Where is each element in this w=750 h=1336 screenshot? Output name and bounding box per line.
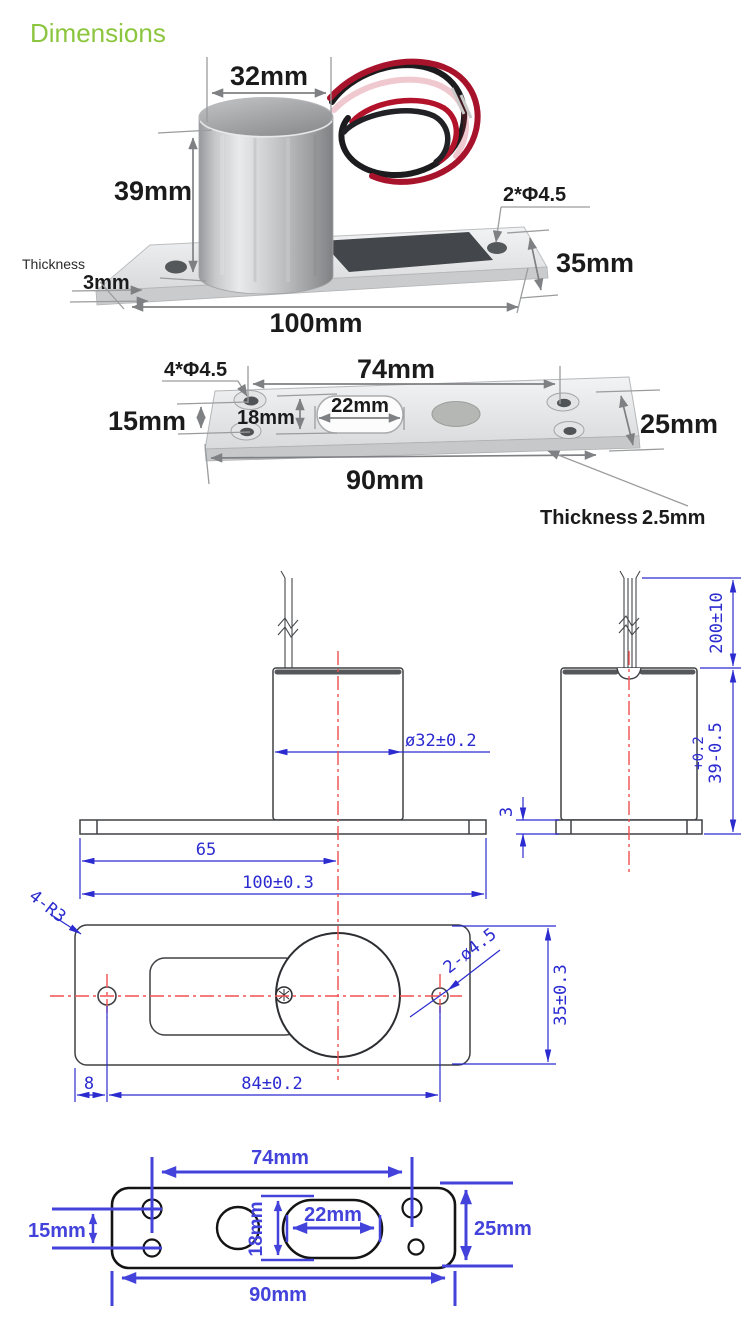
dim-74mm-label: 74mm: [357, 354, 435, 384]
solenoid-cylinder-body: [198, 116, 334, 295]
dim-18mm-label: 18mm: [237, 407, 295, 429]
cylinder-rim-highlight: [199, 120, 333, 138]
brushed-texture: [220, 135, 317, 282]
wire-tip: [459, 94, 473, 119]
dim-d32-label: ø32±0.2: [405, 731, 477, 751]
rubber-insert: [321, 232, 493, 272]
dim-d32: ø32±0.2: [274, 731, 490, 756]
dim-39mm-label: 39mm: [114, 176, 192, 206]
dim-thickness-2-5mm: Thickness 2.5mm: [540, 450, 705, 529]
thickness-2-5-value: 2.5mm: [642, 507, 705, 529]
dim-74mm-diagram-label: 74mm: [251, 1147, 309, 1169]
dim-100-label: 100±0.3: [242, 873, 314, 893]
lead-wires: [327, 58, 481, 185]
dim-35tol-label: 35±0.3: [551, 964, 571, 1025]
dim-22mm-diagram: 22mm: [285, 1204, 382, 1242]
dim-3-label: 3: [497, 807, 517, 817]
cad-side-wires: [618, 570, 641, 670]
dim-90mm-diagram-label: 90mm: [249, 1284, 307, 1306]
photo-side-view: 32mm 39mm Thickness 3mm 100mm 2*Φ4.5: [22, 57, 634, 338]
dim-84-label: 84±0.2: [241, 1074, 302, 1094]
thickness-label: Thickness: [22, 256, 85, 272]
cad-side-view: [555, 570, 703, 876]
dim-18mm-photo: 18mm: [237, 393, 338, 435]
cad-front-view: [79, 570, 487, 835]
thickness-2-5-label: Thickness: [540, 507, 638, 529]
dim-39: +0.2 39-0.5: [691, 669, 741, 835]
strike-plate-round-hole: [431, 401, 481, 427]
cad-top-view: 4-R3 2-ø4.5 35±0.3 8 84±0.2: [25, 651, 571, 1102]
dim-35tol: 35±0.3: [452, 925, 571, 1065]
wire-tip: [450, 87, 466, 115]
dim-18mm-diagram: 18mm: [246, 1194, 314, 1262]
plate-hole-right: [487, 242, 507, 254]
dim-65-label: 65: [196, 840, 216, 860]
dim-74mm-photo: 74mm: [247, 354, 561, 404]
dim-15mm-diagram-label: 15mm: [28, 1220, 86, 1242]
dim-4r3-label: 4-R3: [25, 886, 70, 927]
dim-2xd4-5: 2*Φ4.5: [492, 184, 590, 243]
dim-90mm-label: 90mm: [346, 465, 424, 495]
dim-thickness-3mm: Thickness 3mm: [22, 256, 149, 310]
dim-32mm-label: 32mm: [230, 61, 308, 91]
dim-90mm-photo: 90mm: [204, 443, 597, 495]
dim-22mm-label: 22mm: [331, 395, 389, 417]
dim-4r3: 4-R3: [25, 886, 82, 935]
dim-200: 200±10: [642, 577, 741, 669]
dim-15mm-label: 15mm: [108, 406, 186, 436]
diagram-round-hole: [215, 1205, 261, 1251]
dim-4xd4-5: 4*Φ4.5: [162, 359, 248, 397]
dim-32mm: 32mm: [206, 57, 332, 122]
dim-25mm-label: 25mm: [640, 409, 718, 439]
strike-plate-diagram: 74mm 15mm 18mm 22mm 25mm: [28, 1147, 532, 1306]
dim-65: 65: [79, 838, 337, 899]
page-title: Dimensions: [30, 18, 166, 48]
cad-plate-front: [79, 819, 487, 835]
dim-74mm-diagram: 74mm: [150, 1147, 414, 1233]
dim-90mm-diagram: 90mm: [110, 1271, 457, 1306]
cad-pivot-hatch: [278, 989, 290, 1001]
dim-22mm-photo: 22mm: [314, 395, 405, 430]
dim-18mm-diagram-label: 18mm: [246, 1202, 267, 1257]
dim-3: 3: [497, 797, 559, 858]
dim-25mm-diagram-label: 25mm: [474, 1218, 532, 1240]
dim-100mm: 100mm: [131, 267, 529, 338]
dim-22mm-diagram-label: 22mm: [304, 1204, 362, 1226]
cad-elevation-views: ø32±0.2 65 100±0.3 200±10 +0.2 39-0.5: [79, 570, 741, 899]
plate-hole-left: [165, 260, 187, 274]
holes-4xd45-label: 4*Φ4.5: [164, 359, 227, 381]
dim-15mm-photo: 15mm: [108, 401, 251, 436]
dim-15mm-diagram: 15mm: [28, 1207, 162, 1250]
dim-25mm-diagram: 25mm: [440, 1181, 532, 1268]
diagram-hole-br: [407, 1238, 425, 1256]
dim-8-label: 8: [84, 1074, 94, 1094]
holes-2xd45-label: 2*Φ4.5: [503, 184, 566, 206]
dim-35mm: 35mm: [506, 229, 634, 299]
dim-100: 100±0.3: [81, 838, 487, 899]
thickness-value: 3mm: [83, 272, 130, 294]
photo-strike-plate: 4*Φ4.5 74mm 22mm 18mm: [108, 354, 718, 529]
dim-39-label: 39-0.5: [706, 722, 726, 783]
dim-100mm-label: 100mm: [269, 308, 362, 338]
countersunk-holes: [230, 390, 585, 441]
dim-200-label: 200±10: [707, 592, 727, 653]
dim-25mm-photo: 25mm: [595, 389, 718, 452]
dim-39mm: 39mm: [114, 129, 213, 282]
dim-39-tolerance: +0.2: [691, 736, 707, 770]
dim-8-84: 8 84±0.2: [74, 1006, 441, 1102]
dim-35mm-label: 35mm: [556, 248, 634, 278]
